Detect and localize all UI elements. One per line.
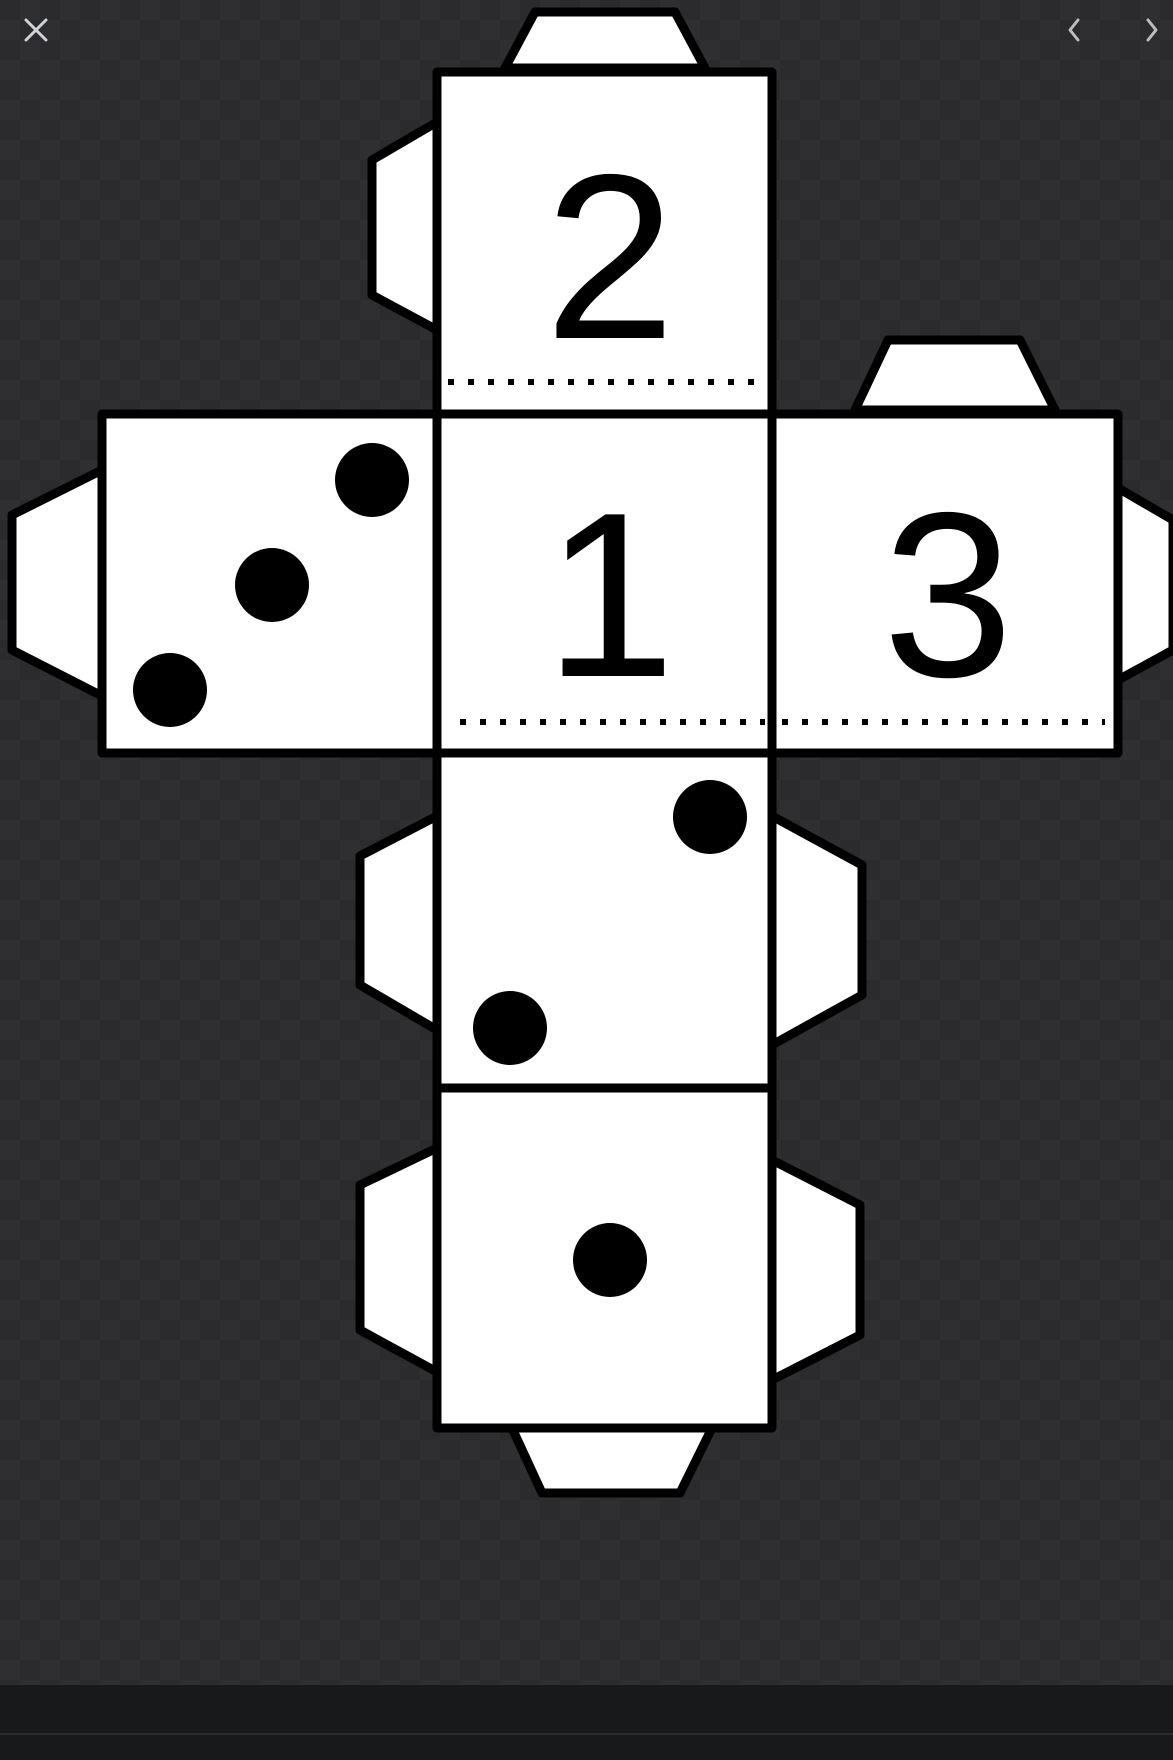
glue-tab	[772, 816, 862, 1045]
glue-tab	[360, 816, 437, 1030]
close-icon	[14, 8, 58, 52]
bottom-bar	[0, 1685, 1173, 1760]
glue-tab	[360, 1148, 437, 1372]
face-number-right: 3	[883, 463, 1014, 726]
pip	[673, 780, 747, 854]
pip	[473, 991, 547, 1065]
glue-tab	[855, 340, 1055, 410]
bottom-divider	[0, 1733, 1173, 1735]
face-number-center: 1	[545, 463, 676, 726]
image-stage: 2 1 3	[0, 0, 1173, 1685]
glue-tab	[1118, 488, 1173, 680]
face-number-top: 2	[545, 125, 676, 388]
dice-net-image: 2 1 3	[0, 0, 1173, 1685]
glue-tab	[505, 12, 705, 68]
next-button[interactable]: Next	[1130, 8, 1173, 52]
pip	[235, 548, 309, 622]
glue-tab	[772, 1160, 860, 1380]
glue-tab	[12, 470, 102, 696]
pip	[573, 1223, 647, 1297]
chevron-left-icon	[1052, 8, 1096, 52]
close-button[interactable]: Close	[14, 8, 58, 52]
pip	[335, 443, 409, 517]
glue-tab	[372, 122, 437, 330]
pip	[133, 653, 207, 727]
glue-tab	[512, 1428, 712, 1493]
chevron-right-icon	[1130, 8, 1173, 52]
previous-button[interactable]: Previous	[1052, 8, 1096, 52]
